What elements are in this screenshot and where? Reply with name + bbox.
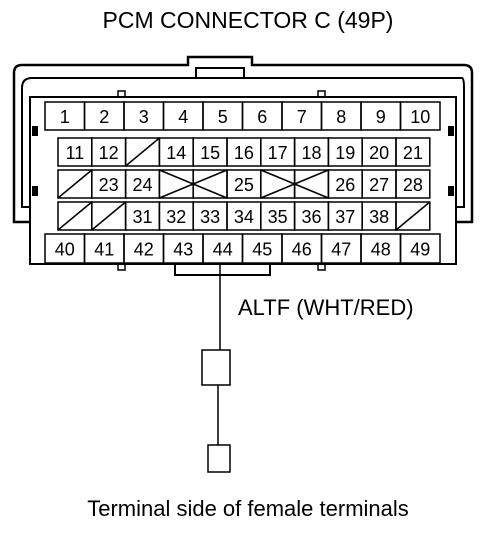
pin-label: 25 [234, 175, 254, 195]
pin-label: 9 [376, 107, 386, 127]
connector-body [29, 96, 457, 265]
pin-label: 37 [335, 207, 355, 227]
pin-label: 15 [200, 143, 220, 163]
pin-label: 14 [166, 143, 186, 163]
pin-label: 38 [369, 207, 389, 227]
pin-cell-21 [395, 137, 431, 167]
connector-notches [117, 90, 326, 271]
terminal-end-icon [207, 444, 231, 473]
pin-label: 33 [200, 207, 220, 227]
pin-label: 4 [178, 107, 188, 127]
pin-label: 35 [268, 207, 288, 227]
blank-cross [159, 169, 228, 199]
terminal-connector-icon [201, 349, 231, 386]
pin-label: 3 [139, 107, 149, 127]
pin-label: 21 [403, 143, 423, 163]
connector-shell [12, 55, 474, 224]
pin-label: 47 [331, 240, 351, 260]
pin-label: 18 [301, 143, 321, 163]
pin-label: 26 [335, 175, 355, 195]
pin-label: 48 [371, 240, 391, 260]
blank-cell [158, 169, 194, 199]
blank-slash [91, 201, 127, 231]
pin-label: 23 [99, 175, 119, 195]
pin-label: 41 [94, 240, 114, 260]
blank-slash [125, 137, 160, 167]
blank-cell [192, 169, 228, 199]
pin-cell-28 [395, 169, 431, 199]
pin-label: 11 [66, 143, 85, 163]
pin-label: 5 [218, 107, 228, 127]
pin-label: 49 [410, 240, 430, 260]
pin-label: 28 [403, 175, 423, 195]
pin-label: 27 [369, 175, 389, 195]
pin-label: 20 [369, 143, 389, 163]
connector-latches [32, 126, 454, 196]
footer-note: Terminal side of female terminals [87, 496, 409, 521]
blank-cross [260, 169, 329, 199]
blank-cell [293, 169, 330, 199]
pin-cell-49 [399, 233, 441, 264]
pin-label: 10 [410, 107, 430, 127]
pin-cell-10 [399, 101, 441, 131]
pin-label: 17 [268, 143, 288, 163]
blank-slash [57, 169, 93, 199]
pin-label: 42 [134, 240, 154, 260]
pin-label: 7 [297, 107, 307, 127]
pin-label: 2 [99, 107, 109, 127]
pin-label: 36 [301, 207, 321, 227]
pin-label: 24 [132, 175, 152, 195]
blank-slash [57, 201, 93, 231]
blank-cell [260, 169, 296, 199]
pin-label: 40 [55, 240, 75, 260]
blank-slash [395, 201, 431, 231]
pin-label: 44 [213, 240, 233, 260]
pin-label: 6 [257, 107, 267, 127]
pin-label: 32 [166, 207, 186, 227]
pin-label: 46 [292, 240, 312, 260]
pin-label: 45 [252, 240, 272, 260]
pin-label: 1 [60, 107, 70, 127]
pin-label: 16 [234, 143, 254, 163]
pin-label: 19 [335, 143, 355, 163]
pin-label: 43 [173, 240, 193, 260]
blank-cell [395, 201, 431, 231]
diagram-title: PCM CONNECTOR C (49P) [103, 7, 394, 33]
pin-label: 34 [234, 207, 254, 227]
wire-label: ALTF (WHT/RED) [238, 295, 414, 320]
connector-tab [174, 264, 271, 276]
wire-assembly [201, 263, 231, 473]
pin-label: 12 [99, 143, 119, 163]
pin-label: 8 [336, 107, 346, 127]
pin-label: 31 [132, 207, 152, 227]
